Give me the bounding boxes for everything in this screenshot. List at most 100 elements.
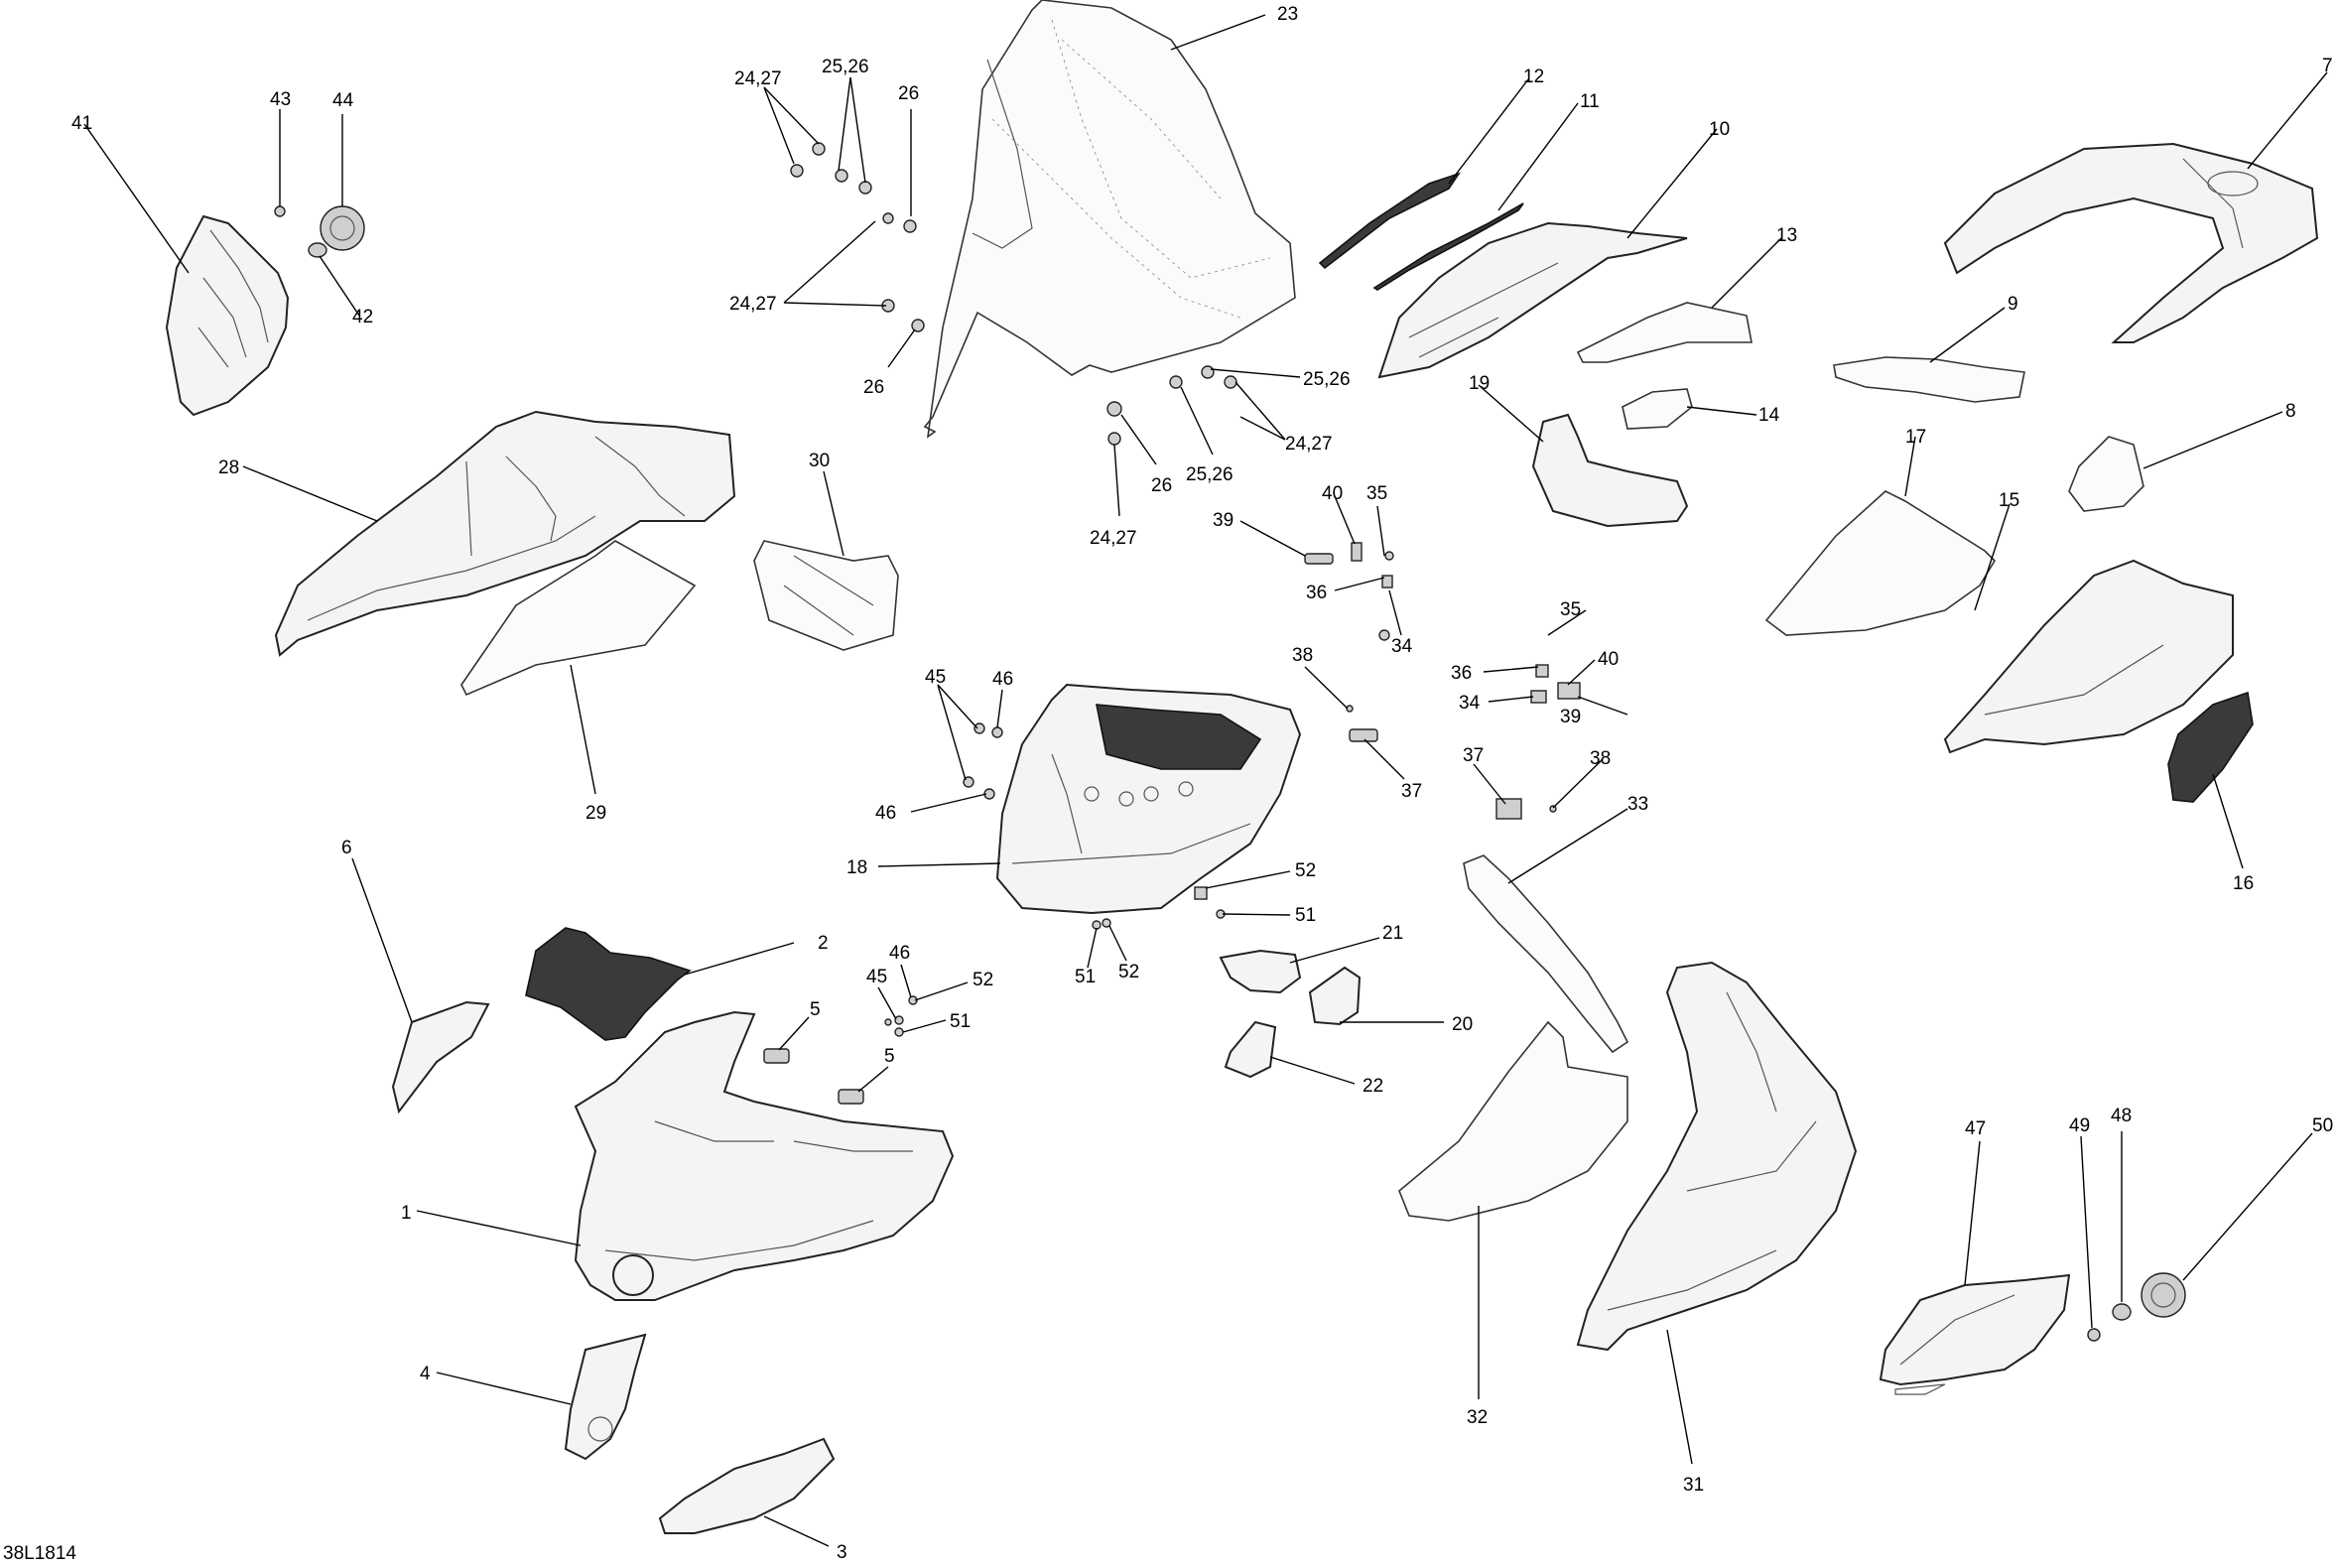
callout-29: 29	[585, 803, 606, 824]
lower-deflector-4	[564, 1333, 647, 1461]
callout-44: 44	[332, 90, 354, 111]
callout-31: 31	[1683, 1475, 1704, 1496]
callout-49: 49	[2069, 1115, 2090, 1136]
callout-21: 21	[1382, 923, 1403, 944]
callout-39-top: 39	[1213, 510, 1233, 531]
side-cover-17	[1764, 490, 1997, 636]
callout-32: 32	[1467, 1407, 1488, 1428]
fasteners	[763, 142, 1581, 1105]
callout-48: 48	[2111, 1106, 2132, 1126]
side-housing-41	[165, 214, 290, 417]
callout-40-top: 40	[1322, 483, 1343, 504]
callout-14: 14	[1758, 405, 1780, 426]
callout-7: 7	[2322, 56, 2333, 76]
side-panel-15	[1943, 559, 2234, 754]
callout-11: 11	[1580, 91, 1600, 112]
callout-26-top: 26	[898, 83, 919, 104]
callout-41: 41	[71, 113, 92, 134]
callout-35-top: 35	[1366, 483, 1387, 504]
bracket-8	[2068, 436, 2144, 512]
lamp-socket-50	[2141, 1272, 2186, 1318]
callout-33: 33	[1627, 794, 1648, 815]
side-panel-28	[274, 410, 736, 657]
bulb-42	[308, 242, 327, 258]
trim-strip-11	[1372, 202, 1524, 291]
callout-37: 37	[1401, 781, 1422, 802]
callout-38-top: 38	[1292, 645, 1313, 666]
callout-19: 19	[1469, 373, 1490, 394]
callout-4: 4	[420, 1364, 431, 1384]
callout-26-mid: 26	[863, 377, 884, 398]
panel-cover-29	[460, 540, 697, 697]
callout-52-b: 52	[1118, 962, 1139, 982]
callout-45-a: 45	[925, 667, 946, 688]
callout-47: 47	[1965, 1118, 1986, 1139]
callout-24-27-mid: 24,27	[729, 294, 777, 315]
foam-strip-13	[1576, 302, 1753, 363]
bracket-20	[1308, 966, 1362, 1026]
callout-15: 15	[1999, 490, 2019, 511]
bracket-21	[1219, 949, 1302, 994]
callout-24-27-bottom: 24,27	[1090, 528, 1137, 549]
callout-42: 42	[352, 307, 373, 327]
callout-45-b: 45	[866, 967, 887, 987]
windshield-23	[923, 0, 1296, 439]
long-strip-33	[1463, 854, 1629, 1054]
callout-1: 1	[401, 1203, 412, 1224]
front-hood-1	[574, 1010, 955, 1301]
leader-lines	[83, 14, 2328, 1547]
callout-25-26-top: 25,26	[822, 57, 869, 77]
callout-52-a: 52	[1295, 860, 1316, 881]
side-deflector-6	[391, 1000, 490, 1114]
callout-24-27-right: 24,27	[1285, 434, 1333, 455]
upper-console-10	[1377, 221, 1688, 379]
callout-labels: 1 2 3 4 5 5 6 7 8 9 10 11 12 13 14 15 16…	[71, 4, 2333, 1563]
front-grille-2	[525, 927, 692, 1041]
callout-38-mid: 38	[1590, 748, 1611, 769]
callout-20: 20	[1452, 1014, 1473, 1035]
front-frame-18	[995, 683, 1302, 915]
callout-30: 30	[809, 451, 830, 471]
callout-2: 2	[818, 933, 829, 954]
foam-block-30	[753, 540, 899, 651]
curved-piece-19	[1531, 413, 1689, 528]
callout-35-mid: 35	[1560, 599, 1581, 620]
callout-43: 43	[270, 89, 291, 110]
callout-17: 17	[1905, 427, 1926, 448]
callout-46-a: 46	[992, 669, 1013, 690]
callout-36-mid: 36	[1451, 663, 1472, 684]
callout-24-27-top: 24,27	[734, 68, 782, 89]
callout-18: 18	[846, 857, 867, 878]
bulb-48	[2112, 1303, 2132, 1321]
callout-9: 9	[2008, 294, 2018, 315]
callout-39-mid: 39	[1560, 707, 1581, 727]
bulb-49	[2087, 1328, 2101, 1342]
foam-piece-9	[1833, 356, 2025, 403]
headlight-47	[1879, 1273, 2071, 1395]
callout-10: 10	[1709, 119, 1730, 140]
callout-5b: 5	[884, 1046, 895, 1067]
callout-34-top: 34	[1391, 636, 1413, 657]
grille-16	[2167, 691, 2254, 803]
callout-51-b: 51	[1075, 967, 1096, 987]
reference-code: 38L1814	[3, 1543, 76, 1564]
callout-36-top: 36	[1306, 583, 1327, 603]
callout-13: 13	[1776, 225, 1797, 246]
callout-25-26-right: 25,26	[1303, 369, 1351, 390]
bracket-22	[1224, 1020, 1277, 1079]
large-panel-32	[1398, 1020, 1628, 1222]
callout-34-mid: 34	[1459, 693, 1481, 714]
callout-3: 3	[837, 1542, 847, 1563]
callout-16: 16	[2233, 873, 2254, 894]
callout-8: 8	[2285, 401, 2296, 422]
callout-40-mid: 40	[1598, 649, 1619, 670]
callout-6: 6	[341, 838, 352, 858]
callout-46-b: 46	[875, 803, 896, 824]
callout-23: 23	[1277, 4, 1298, 25]
callout-46-c: 46	[889, 943, 910, 964]
callout-51-c: 51	[950, 1011, 971, 1032]
callout-37-alt: 37	[1463, 745, 1484, 766]
callout-28: 28	[218, 457, 239, 478]
callout-22: 22	[1363, 1076, 1383, 1097]
